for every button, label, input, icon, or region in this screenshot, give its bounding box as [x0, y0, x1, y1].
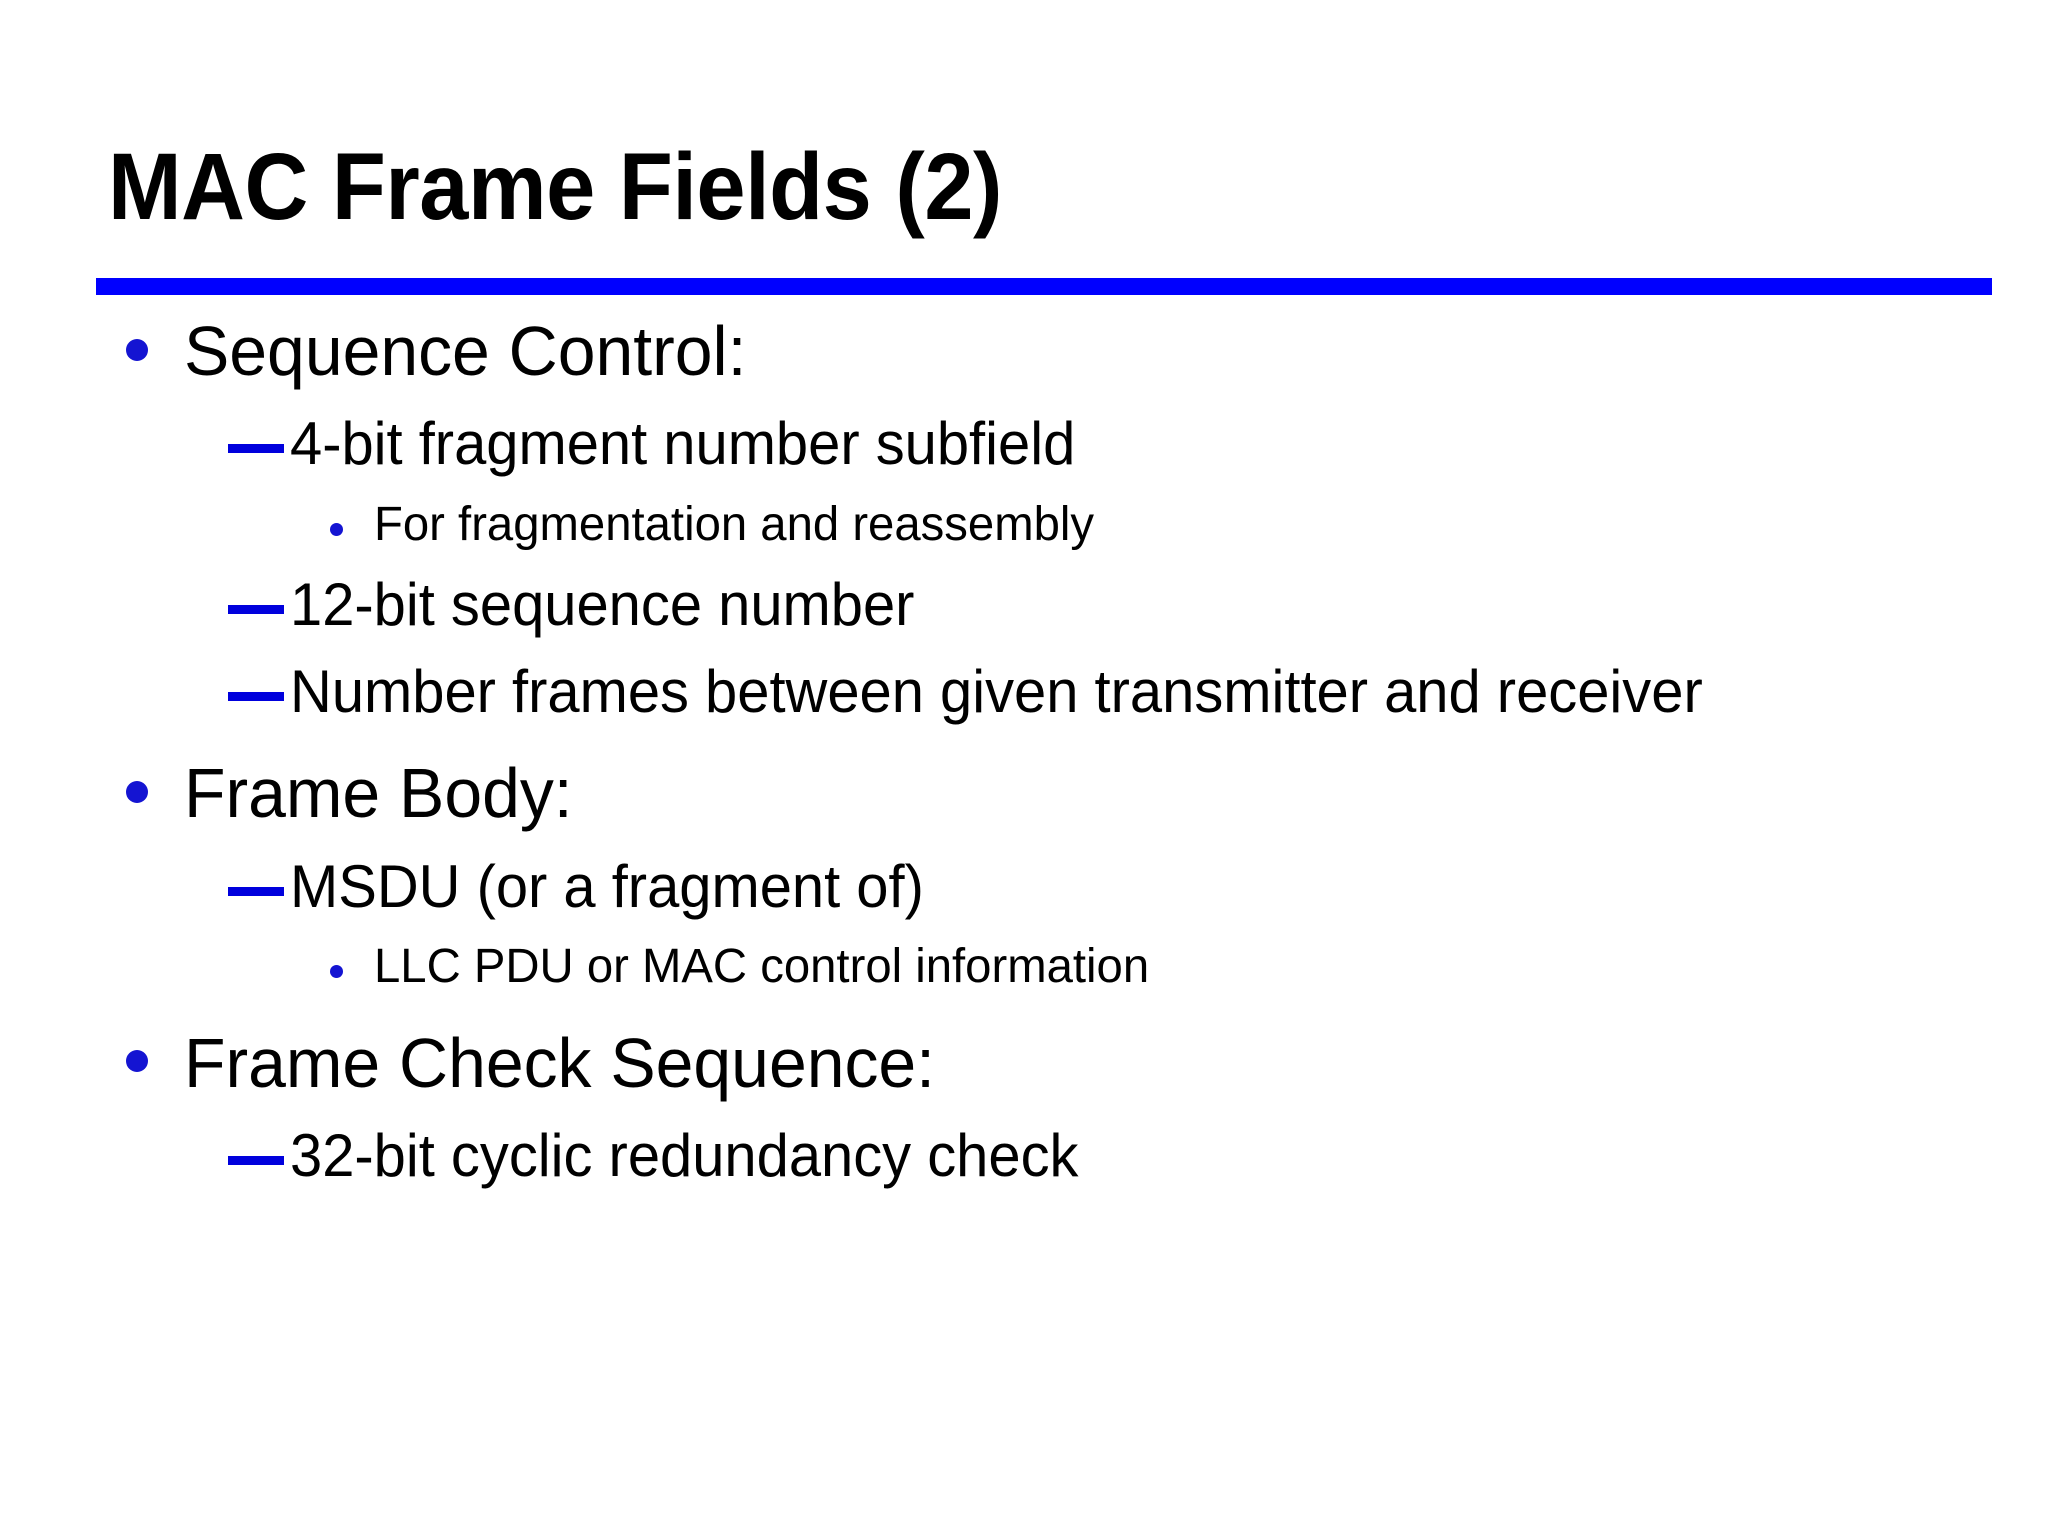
- list-item: 32-bit cyclic redundancy check: [0, 1122, 2048, 1190]
- em-dash-icon: [228, 1122, 290, 1165]
- page-title: MAC Frame Fields (2): [108, 134, 1003, 240]
- spacer: [0, 479, 2048, 497]
- em-dash-icon: [228, 571, 290, 615]
- list-item-label: Frame Body:: [184, 754, 573, 833]
- round-bullet-icon: [118, 1024, 184, 1097]
- list-item: LLC PDU or MAC control information: [0, 939, 2048, 996]
- round-bullet-icon: [118, 754, 184, 827]
- list-item-label: 4-bit fragment number subfield: [290, 410, 1076, 478]
- list-item: 12-bit sequence number: [0, 571, 2048, 639]
- list-item: Number frames between given transmitter …: [0, 658, 2048, 726]
- list-item-label: LLC PDU or MAC control information: [374, 939, 1150, 993]
- title-underline-rule: [96, 278, 1992, 295]
- list-item-label: Number frames between given transmitter …: [290, 657, 1703, 725]
- list-item-label: MSDU (or a fragment of): [290, 852, 924, 920]
- spacer: [0, 726, 2048, 754]
- list-item-label: For fragmentation and reassembly: [374, 497, 1095, 551]
- list-item-label: Sequence Control:: [184, 312, 747, 390]
- list-item: Frame Body:: [0, 754, 2048, 832]
- slide-body: Sequence Control: 4-bit fragment number …: [0, 312, 2048, 1190]
- spacer: [0, 553, 2048, 571]
- list-item-label: 12-bit sequence number: [290, 571, 915, 639]
- spacer: [0, 835, 2048, 853]
- list-item: Sequence Control:: [0, 312, 2048, 390]
- spacer: [0, 921, 2048, 939]
- em-dash-icon: [228, 853, 290, 896]
- round-bullet-icon: [118, 312, 184, 385]
- list-item: Frame Check Sequence:: [0, 1024, 2048, 1102]
- spacer: [0, 640, 2048, 658]
- small-round-bullet-icon: [322, 939, 374, 978]
- spacer: [0, 1104, 2048, 1122]
- list-item-label: 32-bit cyclic redundancy check: [290, 1121, 1079, 1189]
- list-item: MSDU (or a fragment of): [0, 853, 2048, 921]
- list-item-label: Frame Check Sequence:: [184, 1023, 936, 1102]
- title-block: MAC Frame Fields (2): [108, 140, 1988, 235]
- em-dash-icon: [228, 658, 290, 701]
- small-round-bullet-icon: [322, 497, 374, 536]
- list-item: 4-bit fragment number subfield: [0, 410, 2048, 478]
- spacer: [0, 996, 2048, 1024]
- em-dash-icon: [228, 410, 290, 454]
- list-item: For fragmentation and reassembly: [0, 497, 2048, 554]
- spacer: [0, 392, 2048, 410]
